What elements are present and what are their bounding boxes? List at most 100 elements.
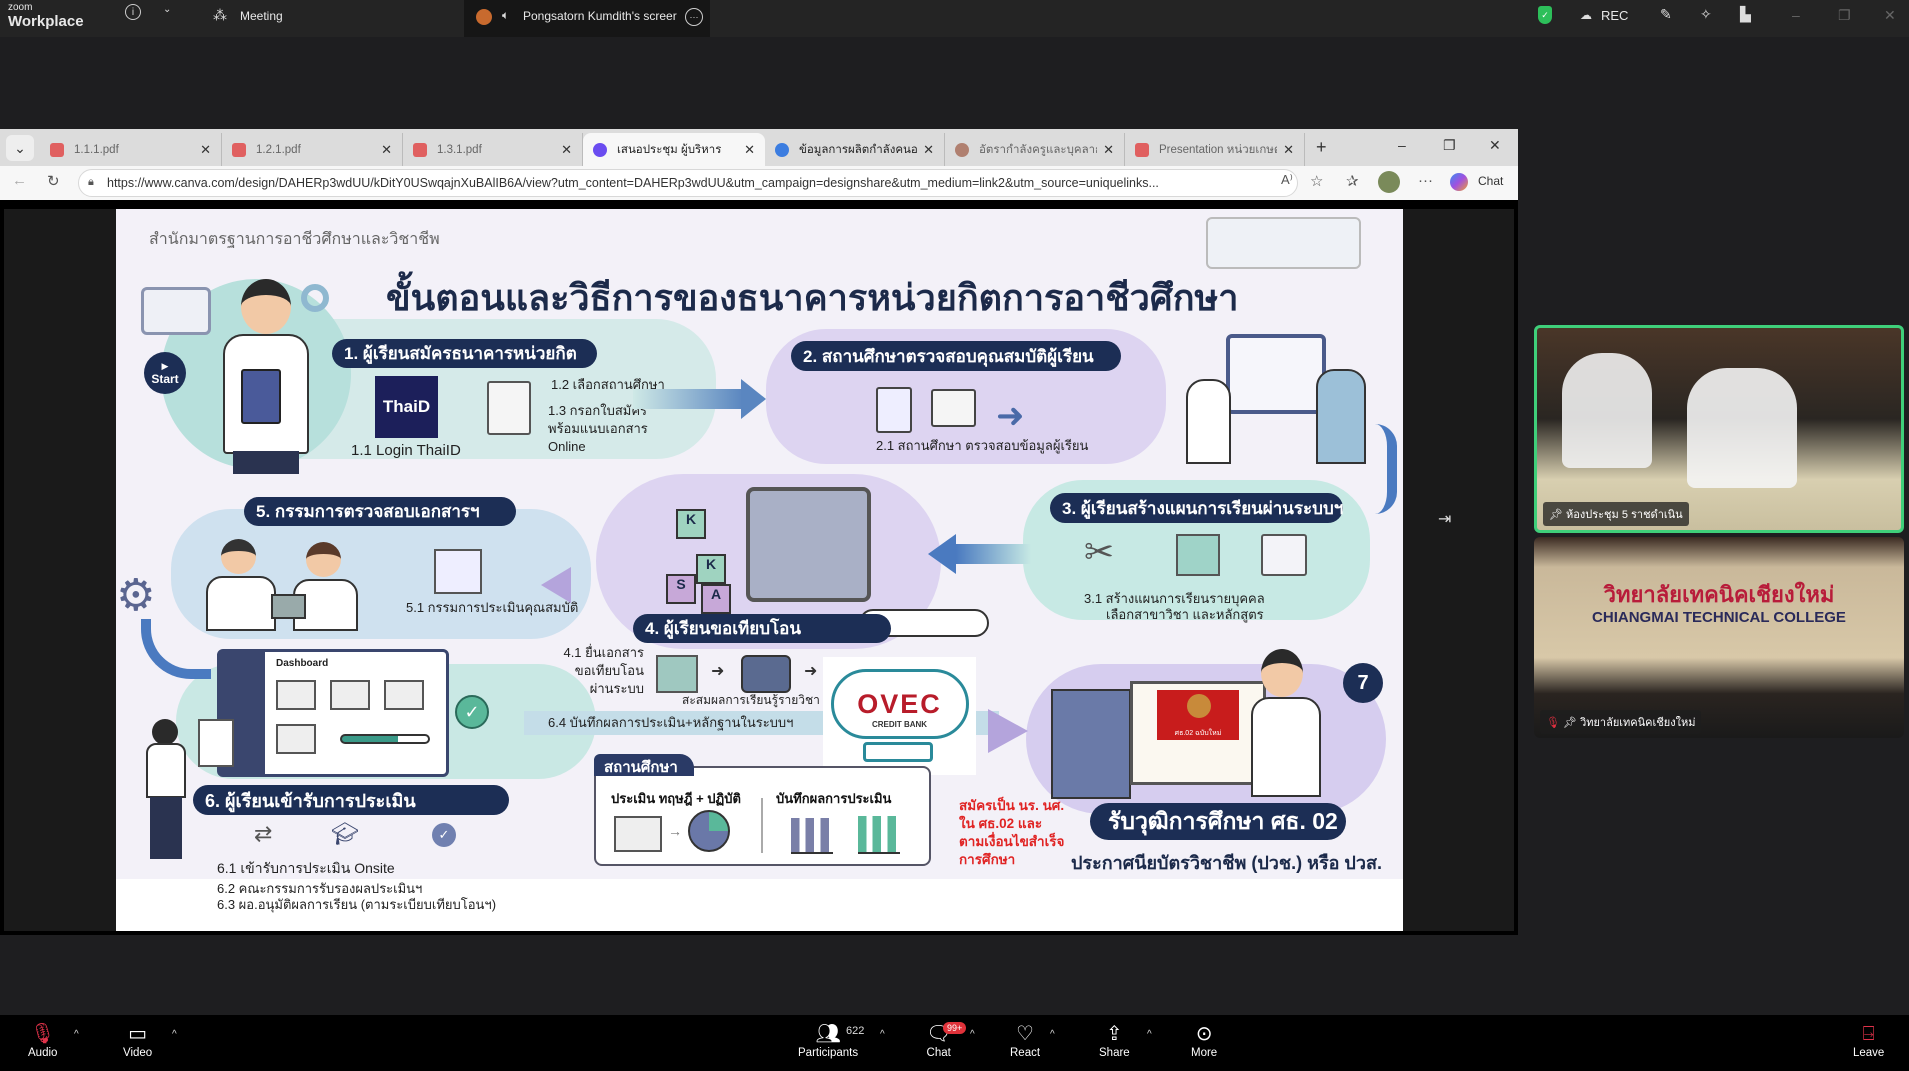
profile-avatar[interactable] (1378, 171, 1400, 193)
url-input[interactable]: 🔒︎ https://www.canva.com/design/DAHERp3w… (78, 169, 1298, 197)
student-illustration (211, 279, 321, 474)
audio-button[interactable]: 🎙︎Audio (28, 1023, 58, 1059)
zoom-title-bar: zoom Workplace i ⌄ ⁂ Meeting 🔈︎ Pongsato… (0, 0, 1909, 37)
copilot-icon[interactable] (1450, 173, 1468, 191)
step2-label: 2. สถานศึกษาตรวจสอบคุณสมบัติผู้เรียน (791, 341, 1121, 371)
back-icon[interactable]: ← (12, 172, 27, 189)
arrow-icon: ➜ (804, 663, 818, 680)
tools-icon: ✂ (1084, 531, 1115, 572)
participants-options-caret[interactable]: ^ (880, 1029, 885, 1040)
lock-icon[interactable]: 🔒︎ (88, 176, 94, 188)
meeting-label[interactable]: Meeting (240, 9, 283, 23)
leave-button[interactable]: ⍈Leave (1853, 1023, 1885, 1059)
read-aloud-icon[interactable]: A⁾ (1281, 172, 1293, 187)
screen-share-tab[interactable]: 🔈︎ Pongsatorn Kumdith's screer ··· (464, 0, 710, 37)
react-button[interactable]: ♡React (1010, 1023, 1041, 1059)
college-sign-thai: วิทยาลัยเทคนิคเชียงใหม่ (1603, 582, 1835, 607)
arrow-head-icon (741, 379, 766, 419)
tab-staff-rates[interactable]: อัตรากำลังครูและบุคลากร✕ (945, 133, 1125, 166)
browser-minimize-icon[interactable]: – (1398, 137, 1406, 153)
transfer-icon: ⇄ (254, 821, 273, 846)
rec-label[interactable]: REC (1601, 8, 1629, 23)
muted-mic-icon: 🎙︎ (1546, 717, 1564, 729)
org-name: สำนักมาตรฐานการอาชีวศึกษาและวิชาชีพ (149, 231, 440, 248)
close-icon[interactable]: ✕ (1884, 7, 1896, 23)
copilot-chat-label[interactable]: Chat (1478, 174, 1504, 188)
tab-1-2-1-pdf[interactable]: 1.2.1.pdf✕ (222, 133, 403, 166)
step4-1-text-c: ผ่านระบบ (589, 681, 644, 696)
step2-1-text: 2.1 สถานศึกษา ตรวจสอบข้อมูลผู้เรียน (876, 438, 1089, 453)
meeting-icon: ⁂ (213, 7, 227, 23)
security-shield-icon[interactable]: ✓ (1538, 6, 1552, 24)
tab-presentation[interactable]: Presentation หน่วยเกษตร✕ (1125, 133, 1305, 166)
favorite-star-icon[interactable]: ☆ (1310, 173, 1324, 190)
browser-restore-icon[interactable]: ❐ (1443, 137, 1456, 153)
committee-review-icon (434, 549, 482, 594)
note-line-2: ใน ศธ.02 และ (959, 816, 1043, 831)
arrow-left-4-to-5 (541, 567, 571, 603)
pdf-icon (1135, 142, 1149, 157)
url-text: https://www.canva.com/design/DAHERp3wdUU… (107, 176, 1159, 190)
tab-1-1-1-pdf[interactable]: 1.1.1.pdf✕ (40, 133, 222, 166)
video-button[interactable]: ▭Video (123, 1023, 153, 1059)
speaker-icon: 🔈︎ (502, 8, 510, 22)
more-button[interactable]: ⊙More (1191, 1023, 1218, 1059)
apps-icon[interactable]: ▙ (1740, 6, 1751, 22)
participant-count: 622 (846, 1025, 865, 1037)
pin-icon: 📌︎ (1549, 509, 1567, 521)
chevron-down-icon[interactable]: ⌄ (163, 4, 172, 15)
tab-manpower-data[interactable]: ข้อมูลการผลิตกำลังคนอาชี✕ (765, 133, 945, 166)
react-options-caret[interactable]: ^ (1050, 1029, 1055, 1040)
institution-box: ประเมิน ทฤษฎี + ปฏิบัติ บันทึกผลการประเม… (594, 766, 931, 866)
document-list-icon (1261, 534, 1307, 576)
close-tab-icon[interactable]: ✕ (200, 141, 211, 157)
tab-canva-active[interactable]: เสนอประชุม ผู้บริหาร✕ (583, 133, 765, 166)
close-tab-icon[interactable]: ✕ (1283, 141, 1294, 157)
ovec-credit-bank-logo: OVEC CREDIT BANK (823, 657, 976, 775)
new-tab-icon[interactable]: + (1316, 137, 1327, 157)
pie-chart-icon (688, 810, 730, 852)
heart-icon: ♡ (1016, 1023, 1034, 1045)
recording-cloud-icon: ☁ (1580, 8, 1592, 22)
step7-number: 7 (1343, 663, 1383, 703)
close-tab-icon[interactable]: ✕ (561, 141, 572, 157)
more-options-icon[interactable]: ··· (685, 8, 703, 26)
close-tab-icon[interactable]: ✕ (381, 141, 392, 157)
participant-video-chiangmai-technical[interactable]: วิทยาลัยเทคนิคเชียงใหม่ CHIANGMAI TECHNI… (1534, 537, 1904, 738)
tab-1-3-1-pdf[interactable]: 1.3.1.pdf✕ (403, 133, 583, 166)
annotate-pencil-icon[interactable]: ✎ (1660, 6, 1672, 22)
chat-options-caret[interactable]: ^ (970, 1029, 975, 1040)
step1-2-text: 1.2 เลือกสถานศึกษา (551, 377, 665, 392)
refresh-icon[interactable]: ↻ (47, 173, 60, 190)
step4-1-text-b: ขอเทียบโอน (574, 663, 644, 678)
participant-video-meeting-room-5[interactable]: 📌︎ ห้องประชุม 5 ราชดำเนิน (1534, 325, 1904, 533)
close-tab-icon[interactable]: ✕ (923, 141, 934, 157)
restore-icon[interactable]: ❐ (1838, 7, 1851, 23)
step6-label: 6. ผู้เรียนเข้ารับการประเมิน (193, 785, 509, 815)
video-options-caret[interactable]: ^ (172, 1029, 177, 1040)
ai-sparkle-icon[interactable]: ✧ (1700, 6, 1712, 22)
participants-button[interactable]: 👥︎Participants (798, 1023, 859, 1059)
step3-label: 3. ผู้เรียนสร้างแผนการเรียนผ่านระบบฯ (1050, 493, 1343, 523)
tab-list-chevron-icon[interactable]: ⌄ (6, 135, 34, 161)
pdf-icon (232, 142, 246, 157)
student-back-illustration (144, 719, 189, 859)
pin-icon: 📌︎ (1563, 717, 1581, 729)
browser-close-icon[interactable]: ✕ (1489, 137, 1501, 153)
close-tab-icon[interactable]: ✕ (1103, 141, 1114, 157)
audio-options-caret[interactable]: ^ (74, 1029, 79, 1040)
checklist-icon (876, 387, 912, 433)
next-arrow-icon[interactable]: ⇥ (1438, 511, 1452, 528)
minimize-icon[interactable]: – (1792, 7, 1800, 23)
analytics-chart-illustration (1206, 217, 1361, 269)
share-options-caret[interactable]: ^ (1147, 1029, 1152, 1040)
share-button[interactable]: ⇪Share (1099, 1023, 1130, 1059)
participants-icon: 👥︎ (815, 1023, 841, 1045)
thaid-logo: ThaiD (375, 376, 438, 438)
favorites-list-icon[interactable]: ✰ (1346, 173, 1359, 190)
arrow-left-3 (956, 544, 1031, 564)
more-icon[interactable]: ··· (1418, 172, 1433, 189)
chat-bubble-illustration (141, 287, 211, 335)
close-tab-icon[interactable]: ✕ (744, 141, 755, 157)
info-icon[interactable]: i (125, 4, 141, 20)
